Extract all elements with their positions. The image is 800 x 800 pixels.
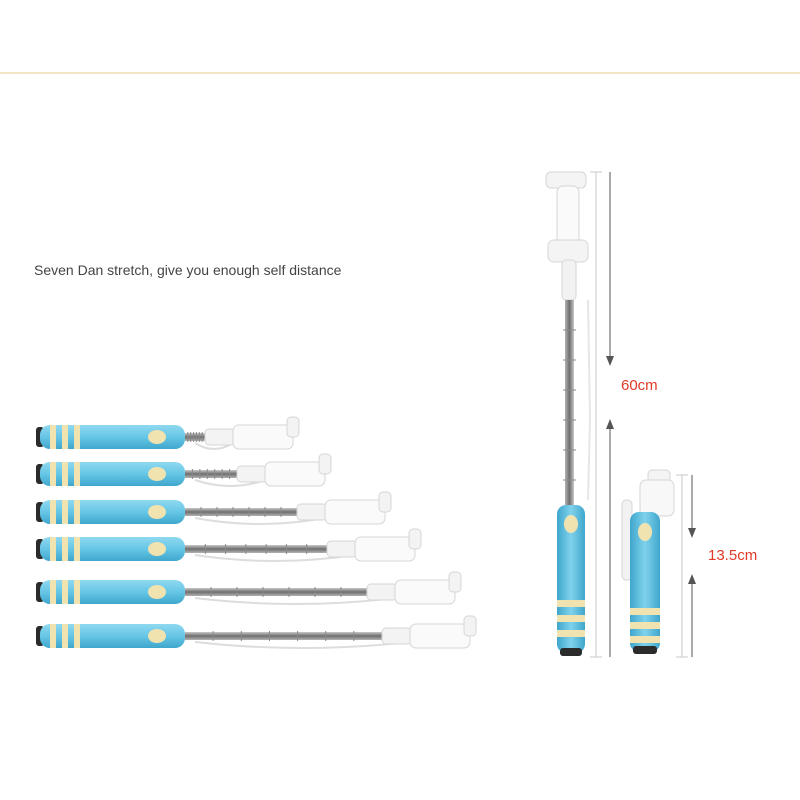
horizontal-stick-stage-5 xyxy=(36,571,462,605)
horizontal-stick-stage-3 xyxy=(36,491,392,525)
horizontal-stick-stage-1 xyxy=(36,416,300,450)
top-divider-line xyxy=(0,72,800,74)
extended-selfie-stick xyxy=(545,171,592,656)
horizontal-stick-stage-6 xyxy=(36,615,477,649)
product-caption: Seven Dan stretch, give you enough self … xyxy=(34,262,342,278)
folded-length-label: 13.5cm xyxy=(708,547,758,564)
extended-length-label: 60cm xyxy=(621,377,658,394)
horizontal-stick-stage-4 xyxy=(36,528,422,562)
horizontal-sticks-group xyxy=(36,416,477,649)
extended-length-indicator xyxy=(590,171,614,658)
folded-selfie-stick xyxy=(621,469,675,654)
horizontal-stick-stage-2 xyxy=(36,453,332,487)
folded-length-indicator xyxy=(676,474,696,658)
